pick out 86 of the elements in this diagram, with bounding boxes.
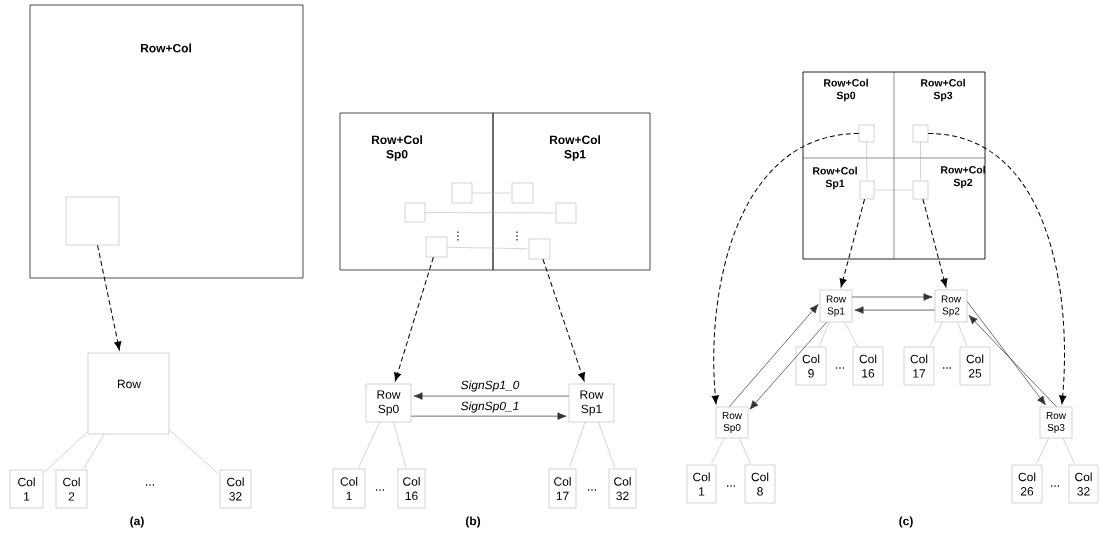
column-box: Col 26: [1011, 464, 1043, 504]
connector-line: [711, 438, 725, 464]
connector-line: [447, 247, 528, 249]
column-box: Col 1: [9, 469, 44, 509]
row-box: Row Sp2: [934, 289, 968, 323]
connector-line: [920, 142, 921, 180]
connector-line: [957, 322, 968, 346]
connector-line: [844, 322, 858, 346]
column-box: Col 17: [903, 346, 935, 386]
dashed-arrow: [927, 133, 1067, 405]
panel-caption: (b): [465, 516, 481, 528]
connector-line: [425, 212, 555, 214]
cell-box: [451, 182, 473, 204]
cell-box: [528, 238, 551, 260]
ellipsis: ...: [943, 367, 951, 369]
column-box: Col 32: [608, 468, 637, 509]
ellipsis: ...: [146, 484, 154, 486]
region-box: Row+Col Sp0: [802, 71, 895, 159]
arrow: [749, 321, 827, 410]
arrow: [728, 304, 819, 408]
dashed-arrow: [839, 198, 866, 288]
cell-box: [858, 124, 875, 143]
column-box: Col 16: [852, 346, 884, 386]
column-box: Col 17: [548, 468, 577, 509]
column-box: Col 2: [55, 469, 88, 509]
edge-label: SignSp1_0: [459, 379, 521, 393]
column-box: Col 1: [686, 464, 717, 504]
column-box: Col 16: [397, 468, 426, 509]
cell-box: [511, 182, 534, 204]
connector-line: [569, 422, 586, 468]
row-box: Row Sp0: [715, 406, 749, 439]
dashed-arrow: [922, 198, 948, 288]
cell-box: [912, 124, 929, 143]
column-box: Col 1: [332, 468, 366, 509]
connector-line: [598, 422, 616, 468]
cell-box: [425, 236, 448, 258]
dashed-arrow: [542, 258, 586, 382]
column-box: Col 9: [795, 346, 827, 386]
ellipsis: ...: [588, 489, 596, 491]
ellipsis: ...: [836, 367, 844, 369]
arrow: [413, 392, 570, 400]
ellipsis: ...: [727, 485, 735, 487]
arrow: [854, 306, 936, 314]
arrow: [410, 412, 567, 420]
ellipsis: ⋮: [457, 231, 459, 241]
connector-line: [393, 422, 407, 468]
edge-label: SignSp0_1: [459, 400, 521, 414]
region-box: Row+Col Sp1: [802, 157, 895, 260]
arrow: [966, 301, 1046, 406]
ellipsis: ...: [1051, 485, 1059, 487]
region-box: Row+Col Sp2: [893, 157, 986, 260]
connector-line: [866, 142, 868, 180]
column-box: Col 32: [219, 469, 252, 509]
panel-caption: (a): [130, 516, 144, 528]
connector-line: [169, 429, 220, 475]
connector-line: [1062, 438, 1075, 464]
dashed-arrow: [711, 133, 860, 405]
ellipsis: ⋮: [516, 231, 518, 241]
column-box: Col 25: [959, 346, 991, 386]
row-box: Row Sp1: [819, 289, 853, 323]
connector-line: [83, 434, 105, 469]
column-box: Col 8: [744, 464, 776, 504]
connector-line: [738, 438, 751, 464]
dashed-arrow: [394, 256, 434, 382]
row-box: Row Sp3: [1039, 406, 1073, 439]
connector-line: [929, 322, 943, 346]
connector-line: [43, 431, 88, 473]
cell-box: [404, 202, 426, 223]
cell-box: [912, 180, 929, 200]
row-box: Row Sp1: [568, 383, 615, 423]
arrow: [968, 315, 1057, 408]
connector-line: [1036, 438, 1049, 464]
row-box: Row Sp0: [365, 383, 412, 423]
region-box: Row+Col Sp3: [893, 71, 986, 159]
cell-box: [65, 196, 120, 246]
ellipsis: ...: [376, 489, 384, 491]
column-box: Col 32: [1068, 464, 1099, 504]
connector-line: [819, 322, 830, 346]
cell-box: [859, 180, 875, 200]
region-box: Row+Col: [29, 4, 304, 279]
connector-line: [358, 422, 380, 468]
panel-caption: (c): [899, 516, 913, 528]
cell-box: [555, 202, 577, 224]
dashed-arrow: [97, 244, 122, 351]
row-box: Row: [87, 352, 170, 435]
arrow: [851, 293, 933, 301]
